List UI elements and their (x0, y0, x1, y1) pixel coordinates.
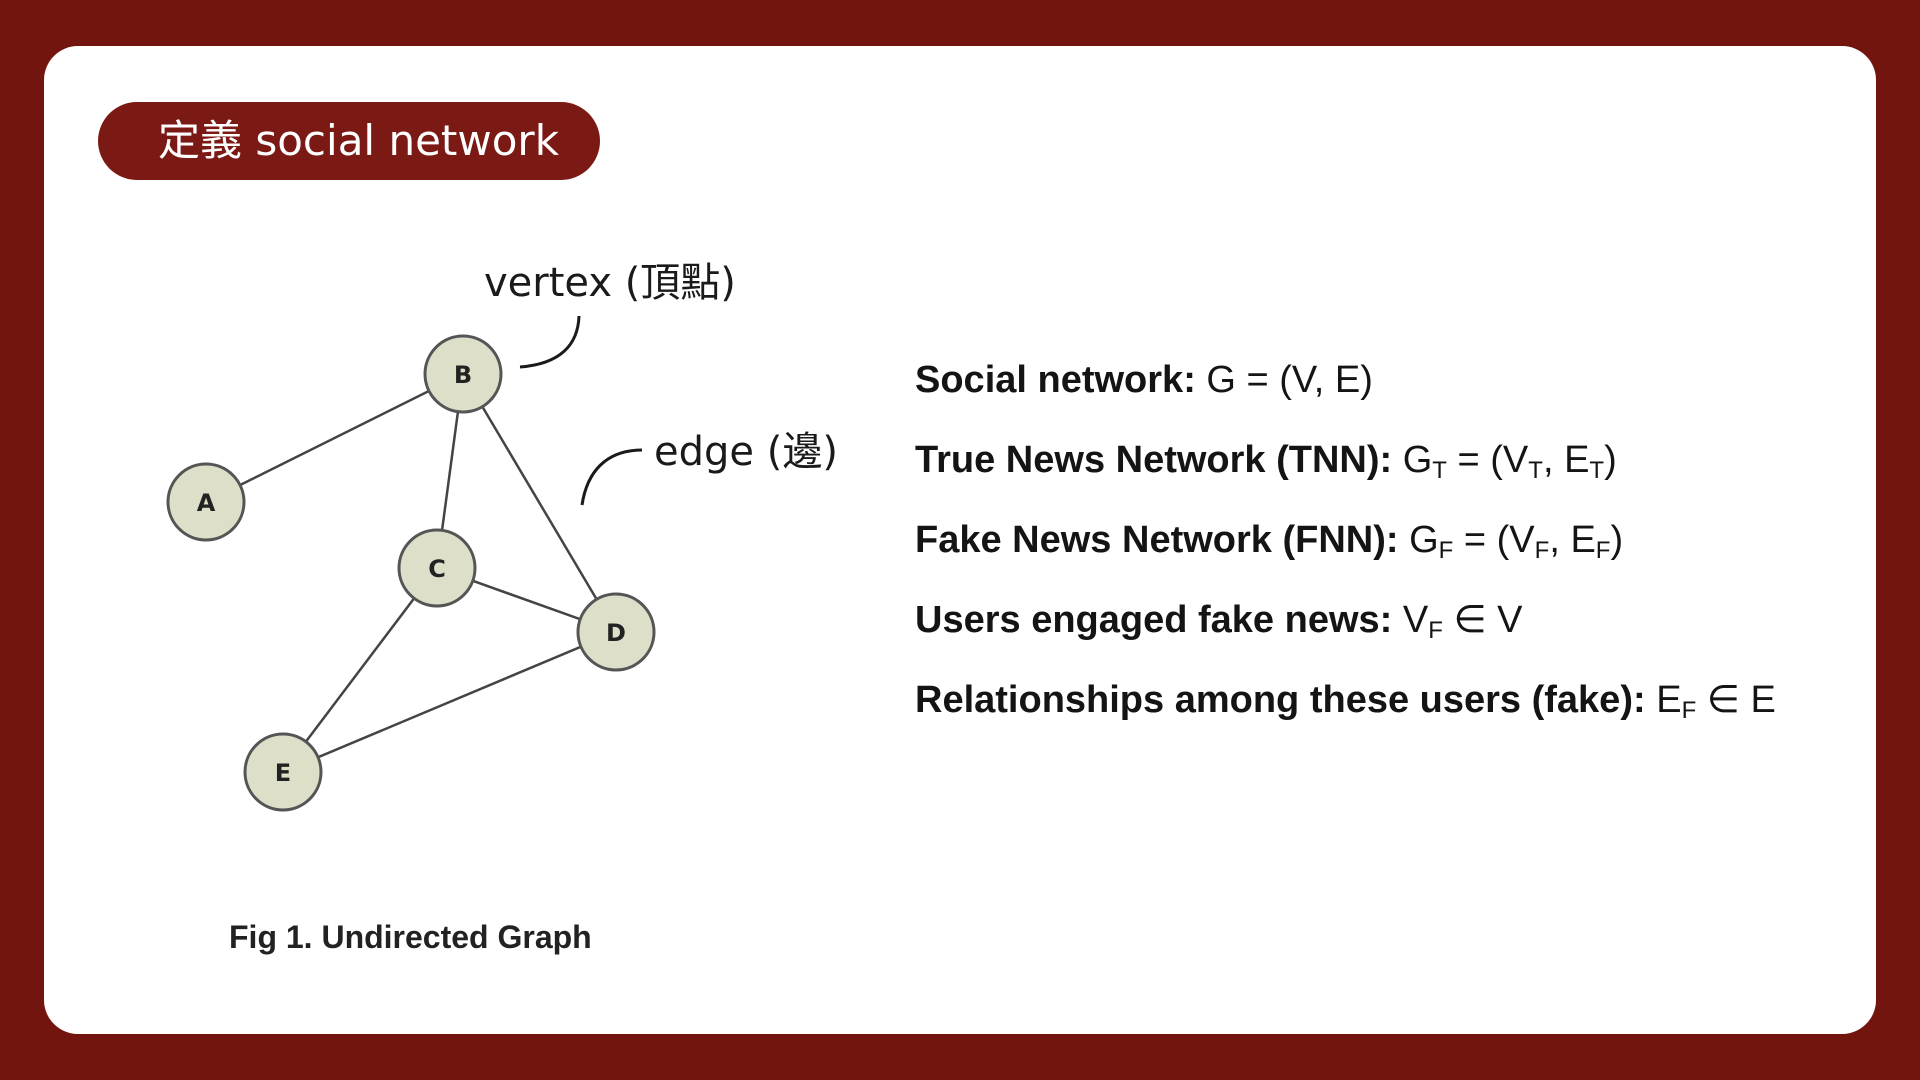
vertex-annotation: vertex (頂點) (484, 260, 736, 306)
expr-subscript: F (1534, 537, 1550, 564)
definition-label: Social network: (915, 359, 1196, 401)
node-label: C (428, 555, 446, 583)
definition-item: Social network: G = (V, E) (915, 352, 1776, 432)
edge-a-b (205, 372, 464, 504)
expr-part: ∈ E (1696, 679, 1776, 721)
expr-part: ∈ V (1442, 599, 1523, 641)
edge-annotation: edge (邊) (654, 429, 838, 475)
expr-subscript: F (1428, 617, 1443, 644)
graph-nodes: A B C D E (166, 334, 656, 812)
definition-item: Relationships among these users (fake): … (915, 672, 1776, 752)
edge-pointer-curve (580, 448, 643, 506)
definition-expression: GF = (VF, EF) (1409, 519, 1624, 564)
expr-part: , E (1549, 519, 1596, 561)
definition-item: Users engaged fake news: VF ∈ V (915, 592, 1776, 672)
node-circle (166, 462, 246, 542)
definition-expression: VF ∈ V (1402, 599, 1523, 644)
definition-label: Users engaged fake news: (915, 599, 1393, 641)
node-label: E (275, 759, 291, 787)
node-circle (243, 732, 323, 812)
edge-d-e (282, 630, 617, 774)
node-label: A (197, 489, 216, 517)
expr-part: G (1409, 519, 1439, 561)
node-d: D (576, 592, 656, 672)
definition-expression: EF ∈ E (1656, 679, 1776, 724)
definition-label: Fake News Network (FNN): (915, 519, 1399, 561)
node-b: B (423, 334, 503, 414)
node-label: D (606, 619, 626, 647)
expr-subscript: F (1595, 537, 1611, 564)
definition-expression: GT = (VT, ET) (1402, 439, 1617, 484)
expr-subscript: T (1432, 457, 1447, 484)
definition-item: Fake News Network (FNN): GF = (VF, EF) (915, 512, 1776, 592)
expr-part: = (V, E) (1235, 359, 1373, 401)
expr-part: G (1206, 359, 1236, 401)
expr-part: = (V (1446, 439, 1529, 481)
node-label: B (454, 361, 472, 389)
content-card (44, 46, 1876, 1034)
section-title: 定義 social network (98, 102, 600, 180)
expr-part: ) (1604, 439, 1617, 481)
expr-part: ) (1610, 519, 1624, 561)
node-a: A (166, 462, 246, 542)
expr-part: V (1402, 599, 1429, 641)
definition-item: True News Network (TNN): GT = (VT, ET) (915, 432, 1776, 512)
definition-label: True News Network (TNN): (915, 439, 1393, 481)
expr-subscript: T (1589, 457, 1605, 484)
expr-part: = (V (1453, 519, 1535, 561)
expr-subscript: F (1681, 697, 1697, 724)
vertex-pointer-curve (519, 315, 581, 369)
edge-c-e (282, 567, 438, 773)
expr-part: G (1402, 439, 1433, 481)
node-c: C (397, 528, 477, 608)
definition-list: Social network: G = (V, E)True News Netw… (915, 352, 1776, 752)
definition-expression: G = (V, E) (1206, 359, 1373, 401)
expr-part: , E (1542, 439, 1590, 481)
node-circle (576, 592, 656, 672)
definition-label: Relationships among these users (fake): (915, 679, 1646, 721)
expr-subscript: F (1438, 537, 1454, 564)
expr-part: E (1656, 679, 1682, 721)
figure-caption: Fig 1. Undirected Graph (229, 919, 592, 955)
node-circle (423, 334, 503, 414)
node-circle (397, 528, 477, 608)
edge-b-d (461, 373, 618, 633)
node-e: E (243, 732, 323, 812)
expr-subscript: T (1528, 457, 1543, 484)
